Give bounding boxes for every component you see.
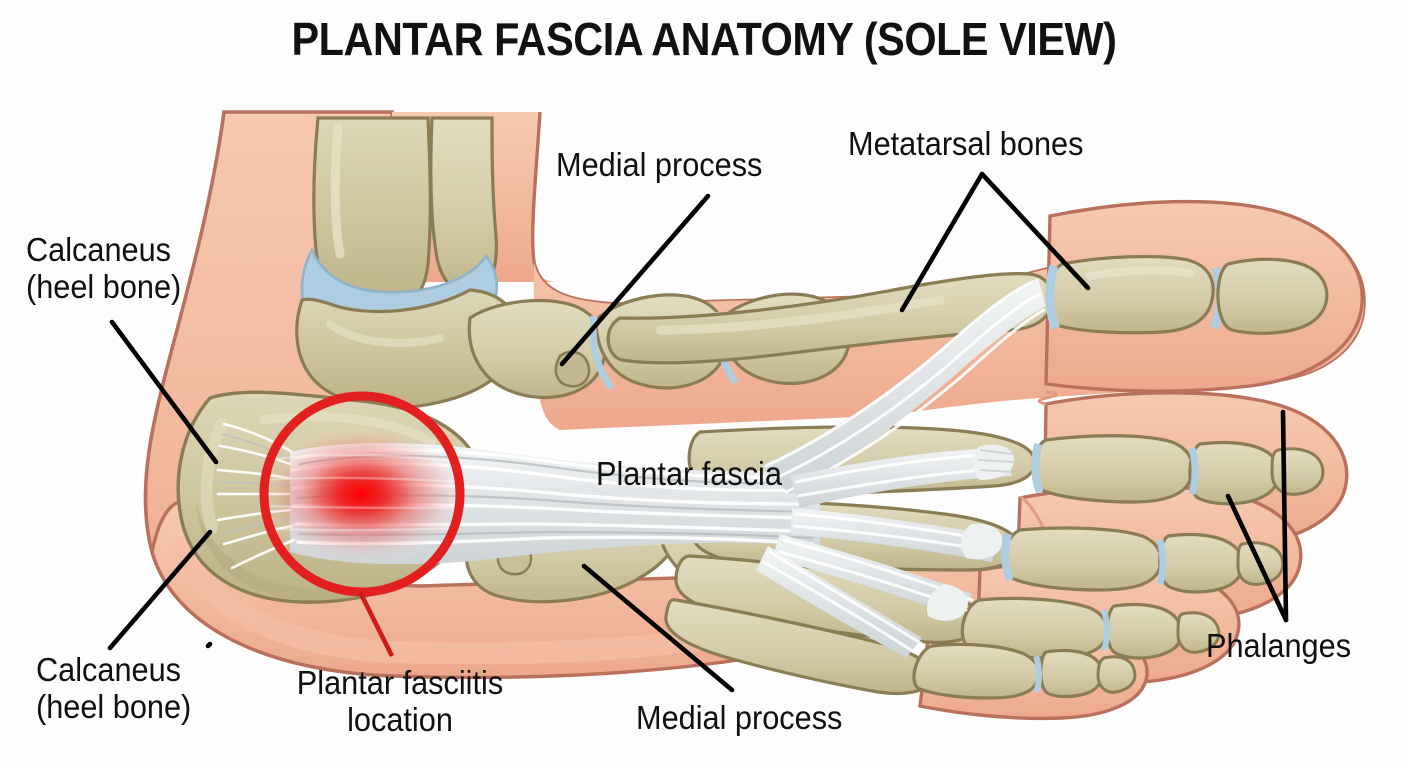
leader-phalanges-left — [1225, 493, 1289, 623]
label-medial-process-top: Medial process — [556, 146, 763, 183]
label-calcaneus-top: Calcaneus (heel bone) — [26, 231, 182, 305]
label-metatarsal-bones: Metatarsal bones — [848, 125, 1084, 162]
leader-medial-process-bottom — [581, 563, 735, 693]
leader-calcaneus-bottom — [107, 529, 213, 651]
leader-medial-process-top — [559, 193, 711, 367]
label-plantar-fascia: Plantar fascia — [596, 455, 782, 492]
plantar-fasciitis-marker — [259, 391, 465, 658]
label-plantar-fasciitis: Plantar fasciitis location — [296, 664, 504, 738]
fasciitis-leader-line — [357, 590, 395, 658]
plantar-fascia-band — [216, 278, 1046, 658]
leader-lines — [107, 171, 1289, 693]
leader-calcaneus-top — [109, 319, 219, 465]
label-calcaneus-bottom: Calcaneus (heel bone) — [36, 651, 192, 725]
leader-phalanges-right — [1280, 409, 1289, 623]
page-title: PLANTAR FASCIA ANATOMY (SOLE VIEW) — [291, 13, 1117, 65]
label-medial-process-bottom: Medial process — [636, 699, 843, 736]
leader-metatarsal-right — [979, 171, 1091, 291]
leader-metatarsal-left — [899, 171, 985, 313]
label-phalanges: Phalanges — [1206, 627, 1352, 664]
